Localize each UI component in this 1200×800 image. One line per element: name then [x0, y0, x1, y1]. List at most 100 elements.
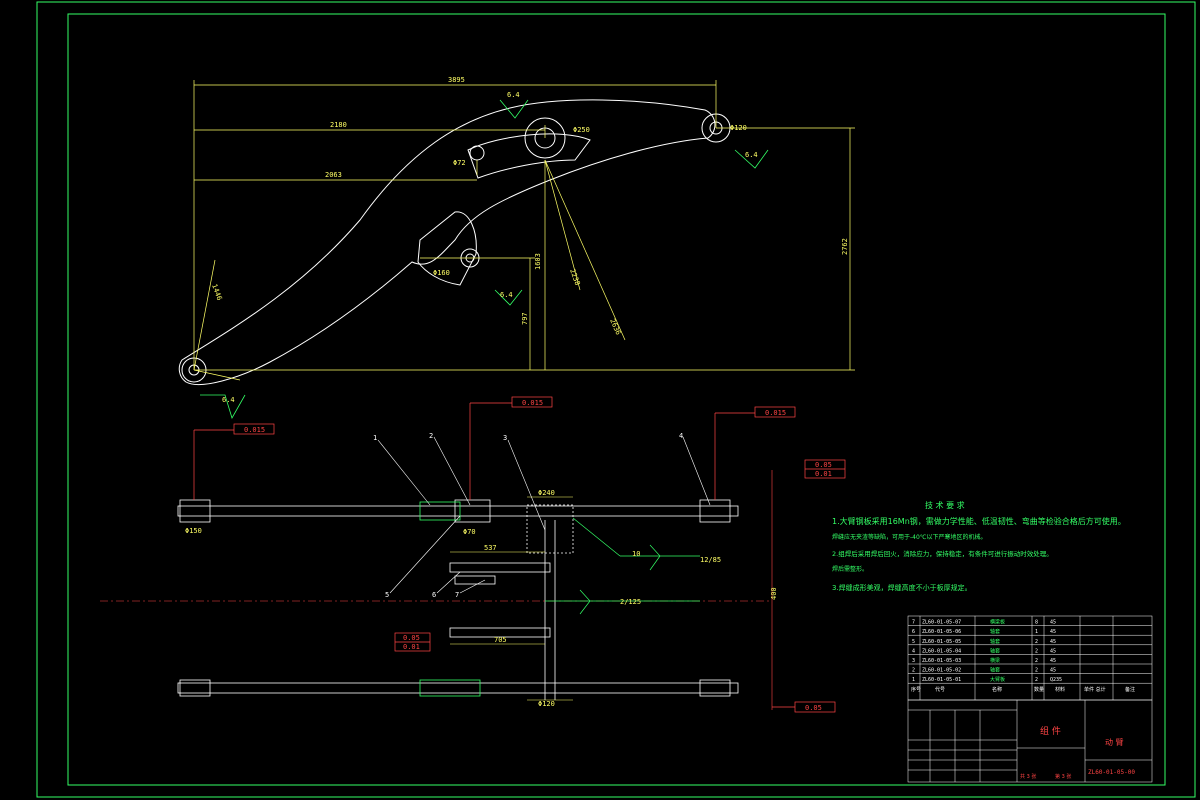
dim-2180: 2180 — [330, 121, 347, 129]
tol-frame-4b: 0.01 — [815, 470, 832, 478]
tech-req-line-1: 1.大臂钢板采用16Mn钢，需做力学性能、低温韧性、弯曲等检验合格后方可使用。 — [832, 516, 1126, 526]
upper-plate-strip — [177, 505, 739, 517]
technical-requirements: 技 术 要 求 1.大臂钢板采用16Mn钢，需做力学性能、低温韧性、弯曲等检验合… — [832, 500, 1126, 592]
bom-cell-no: 7 — [912, 620, 915, 626]
bom-header-qty: 数量 — [1034, 686, 1044, 693]
plan-dim-537: 537 — [484, 544, 497, 552]
dim-d120: Φ120 — [730, 124, 747, 132]
tol-frame-3: 0.015 — [765, 409, 786, 417]
bom-cell-name: 轴套 — [990, 667, 1000, 674]
bom-cell-name: 横梁板 — [990, 619, 1005, 626]
bom-cell-no: 4 — [912, 648, 915, 654]
bom-cell-code: ZL60-01-05-06 — [922, 629, 961, 635]
balloon-7: 7 — [455, 591, 459, 599]
plan-dim-400: 400 — [770, 587, 778, 600]
bom-header-mat: 材料 — [1055, 686, 1065, 693]
bom-cell-no: 6 — [912, 629, 915, 635]
outer-frame — [36, 1, 1196, 798]
bom-cell-code: ZL60-01-05-01 — [922, 677, 961, 683]
bom-cell-name: 轴套 — [990, 628, 1000, 635]
tol-frame-5a: 0.05 — [403, 634, 420, 642]
ra-label-2: 6.4 — [745, 151, 758, 159]
dim-2063: 2063 — [325, 171, 342, 179]
bom-cell-mat: 45 — [1050, 629, 1056, 635]
ra-label-4: 6.4 — [507, 91, 520, 99]
bom-cell-mat: 45 — [1050, 648, 1056, 654]
weld-symbols — [545, 517, 700, 615]
tol-frame-1: 0.015 — [244, 426, 265, 434]
dim-797: 797 — [521, 312, 529, 325]
balloon-2: 2 — [429, 432, 433, 440]
plan-dimension-lines — [450, 496, 573, 701]
bom-cell-qty: 1 — [1035, 629, 1038, 635]
bom-cell-name: 轴套 — [990, 638, 1000, 645]
lower-plate-strip — [177, 682, 739, 694]
plan-dim-240: Φ240 — [538, 489, 555, 497]
bracket — [417, 211, 477, 286]
dim-r1446: 1446 — [210, 283, 223, 302]
tech-req-line-2: 焊缝应无夹渣等缺陷，可用于-40℃以下严寒地区的机械。 — [832, 533, 987, 541]
bom-cell-no: 2 — [912, 668, 915, 674]
inner-frame — [67, 13, 1166, 786]
plan-dim-150: Φ150 — [185, 527, 202, 535]
title-block-part-name: 动 臂 — [1105, 737, 1124, 747]
tech-req-line-5: 3.焊缝成形美观，焊缝高度不小于板厚规定。 — [832, 583, 972, 592]
tolerance-labels: 0.015 0.015 0.015 0.05 0.01 0.05 0.01 0.… — [244, 399, 832, 712]
title-block — [907, 699, 1153, 783]
bom-cell-name: 横梁 — [990, 657, 1000, 664]
bom-header-remark: 备注 — [1125, 686, 1135, 693]
weld-note-2: 2/125 — [620, 598, 641, 606]
dim-d72: Φ72 — [453, 159, 466, 167]
boom-outline — [178, 99, 716, 386]
bom-cell-qty: 2 — [1035, 668, 1038, 674]
bom-cell-no: 3 — [912, 658, 915, 664]
dim-1603: 1603 — [534, 253, 542, 270]
bom-cell-code: ZL60-01-05-03 — [922, 658, 961, 664]
bom-cell-qty: 2 — [1035, 639, 1038, 645]
weld-size-10: 10 — [632, 550, 640, 558]
tech-req-line-3: 2.组焊后采用焊后回火，消除应力，保持稳定，有条件可进行振动时效处理。 — [832, 549, 1053, 558]
bom-cell-code: ZL60-01-05-07 — [922, 620, 961, 626]
bom-header-name: 名称 — [992, 686, 1002, 693]
balloon-4: 4 — [679, 432, 683, 440]
title-block-center-label: 组 件 — [1040, 725, 1061, 737]
bom-cell-name: 大臂板 — [990, 676, 1005, 683]
roughness-symbols — [200, 99, 769, 420]
tech-req-line-4: 焊后需整形。 — [832, 565, 868, 573]
dim-2762: 2762 — [841, 238, 849, 255]
elevation-dim-labels: 3895 2180 2063 1603 797 2762 1446 2238 2… — [210, 76, 849, 336]
tol-frame-2: 0.015 — [522, 399, 543, 407]
bom-cell-qty: 2 — [1035, 648, 1038, 654]
balloon-5: 5 — [385, 591, 389, 599]
bom-header-code: 代号 — [935, 686, 945, 693]
title-block-sheet-2: 第 3 张 — [1055, 773, 1071, 780]
bom-cell-no: 1 — [912, 677, 915, 683]
elevation-view — [178, 99, 731, 386]
bom-cell-mat: 45 — [1050, 620, 1056, 626]
bom-cell-mat: Q235 — [1050, 677, 1062, 683]
bom-cell-qty: 2 — [1035, 677, 1038, 683]
weld-note-1: 12/85 — [700, 556, 721, 564]
pin-middle-large — [524, 117, 566, 159]
tolerance-frames — [193, 396, 846, 713]
dim-overall-length: 3895 — [448, 76, 465, 84]
bom-cell-no: 5 — [912, 639, 915, 645]
pin-small-upper — [469, 145, 485, 161]
tol-frame-5b: 0.01 — [403, 643, 420, 651]
title-block-sheet: 共 3 张 — [1020, 773, 1036, 780]
dim-d250: Φ250 — [573, 126, 590, 134]
balloon-6: 6 — [432, 591, 436, 599]
bom-cell-code: ZL60-01-05-02 — [922, 668, 961, 674]
dim-r2636: 2636 — [608, 318, 622, 337]
bom-cell-code: ZL60-01-05-05 — [922, 639, 961, 645]
dim-r2238: 2238 — [568, 268, 581, 287]
plan-view — [177, 499, 739, 700]
dim-d160: Φ160 — [433, 269, 450, 277]
bom-cell-qty: 8 — [1035, 620, 1038, 626]
bom-cell-mat: 45 — [1050, 658, 1056, 664]
bom-header-no: 序号 — [911, 686, 921, 693]
leader-lines — [377, 436, 711, 594]
plan-dim-120: Φ120 — [538, 700, 555, 708]
plan-dim-705: 705 — [494, 636, 507, 644]
tech-req-title: 技 术 要 求 — [925, 500, 965, 510]
